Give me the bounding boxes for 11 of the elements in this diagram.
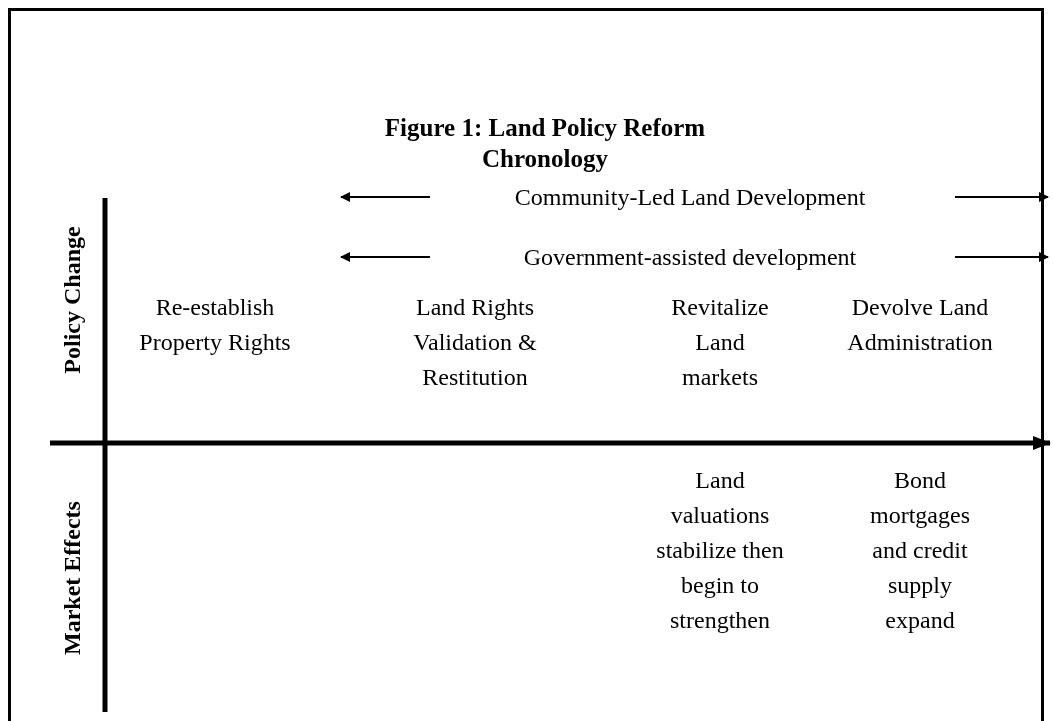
timeline-band-label: Government-assisted development bbox=[522, 243, 858, 272]
stage-label: Bond mortgages and credit supply expand bbox=[869, 466, 971, 635]
stage-label: Re-establish Property Rights bbox=[138, 293, 292, 357]
stage-label: Revitalize Land markets bbox=[670, 293, 770, 392]
figure-title: Figure 1: Land Policy Reform Chronology bbox=[383, 113, 707, 174]
timeline-band-label: Community-Led Land Development bbox=[513, 183, 867, 212]
axis-label: Policy Change bbox=[58, 226, 86, 374]
stage-label: Devolve Land Administration bbox=[846, 293, 994, 357]
axis-label: Market Effects bbox=[58, 501, 86, 655]
stage-label: Land Rights Validation & Restitution bbox=[412, 293, 538, 392]
stage-label: Land valuations stabilize then begin to strengthen bbox=[655, 466, 785, 635]
